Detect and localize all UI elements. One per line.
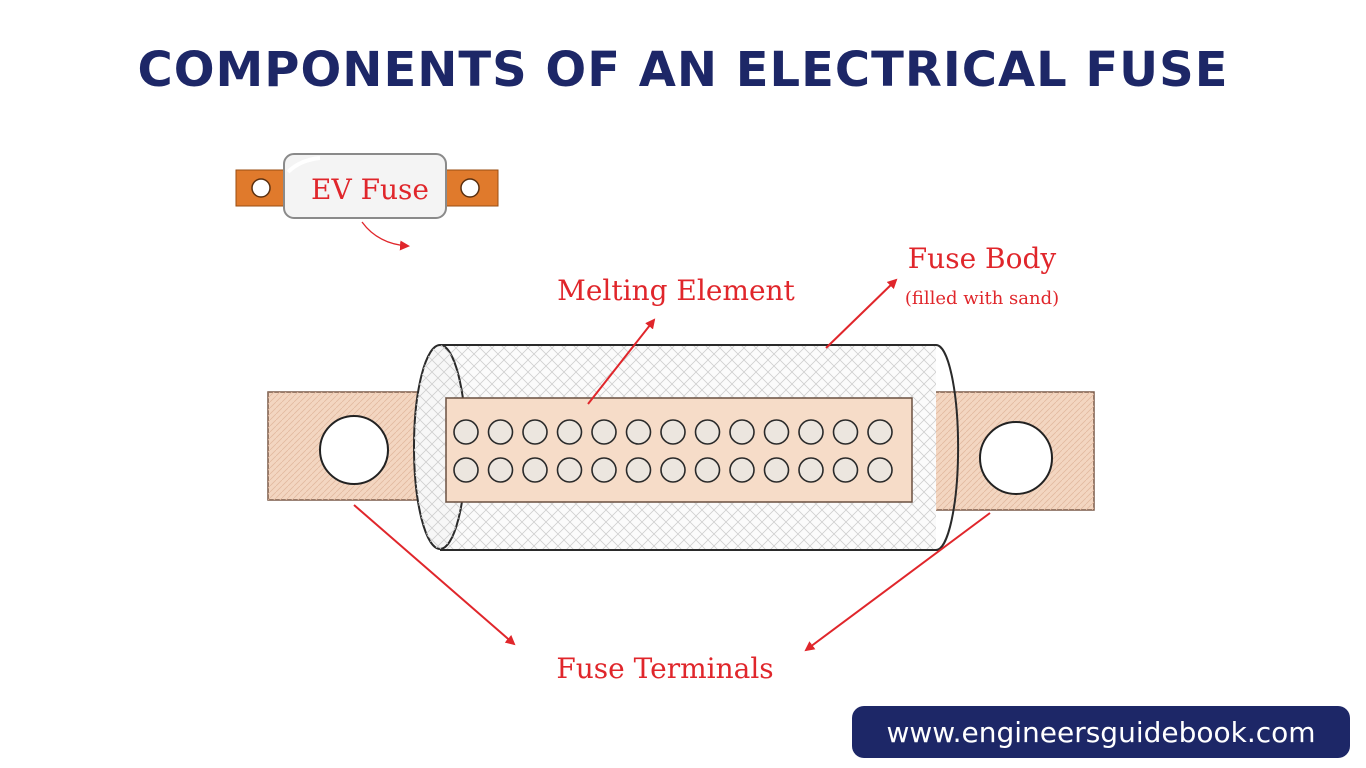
element-hole xyxy=(556,419,583,445)
element-hole xyxy=(522,457,548,483)
element-holes xyxy=(453,419,893,483)
element-hole xyxy=(694,419,721,445)
element-hole xyxy=(867,419,893,445)
element-hole xyxy=(763,457,790,483)
right-terminal-arrow xyxy=(804,512,991,652)
fuse-terminals-label: Fuse Terminals xyxy=(556,652,773,685)
element-hole xyxy=(832,457,859,483)
element-hole xyxy=(660,419,686,445)
element-hole xyxy=(556,457,583,483)
element-hole xyxy=(487,419,514,445)
element-hole xyxy=(729,457,755,483)
ev-fuse-label: EV Fuse xyxy=(311,173,429,206)
fuse-body-note: (filled with sand) xyxy=(905,288,1059,309)
page-title: COMPONENTS OF AN ELECTRICAL FUSE xyxy=(137,42,1229,98)
right-terminal xyxy=(911,391,1095,511)
element-hole xyxy=(453,457,479,483)
element-hole xyxy=(798,419,824,445)
melting-element-label: Melting Element xyxy=(557,274,795,307)
ev-fuse-icon: EV Fuse xyxy=(235,153,499,251)
element-hole xyxy=(867,457,893,483)
element-hole xyxy=(660,457,686,483)
element-hole xyxy=(729,419,755,445)
element-hole xyxy=(625,457,652,483)
element-hole xyxy=(453,419,479,445)
element-hole xyxy=(625,419,652,445)
left-terminal-arrow xyxy=(353,504,516,646)
element-hole xyxy=(591,457,617,483)
melting-element xyxy=(445,397,913,503)
fuse-body-arrow xyxy=(825,278,898,349)
melting-element-arrow xyxy=(587,318,656,405)
element-hole xyxy=(694,457,721,483)
element-hole xyxy=(763,419,790,445)
element-hole xyxy=(522,419,548,445)
element-hole xyxy=(591,419,617,445)
website-badge[interactable]: www.engineersguidebook.com xyxy=(852,706,1350,758)
element-hole xyxy=(798,457,824,483)
fuse-body-label: Fuse Body xyxy=(908,242,1057,275)
element-hole xyxy=(832,419,859,445)
element-hole xyxy=(487,457,514,483)
